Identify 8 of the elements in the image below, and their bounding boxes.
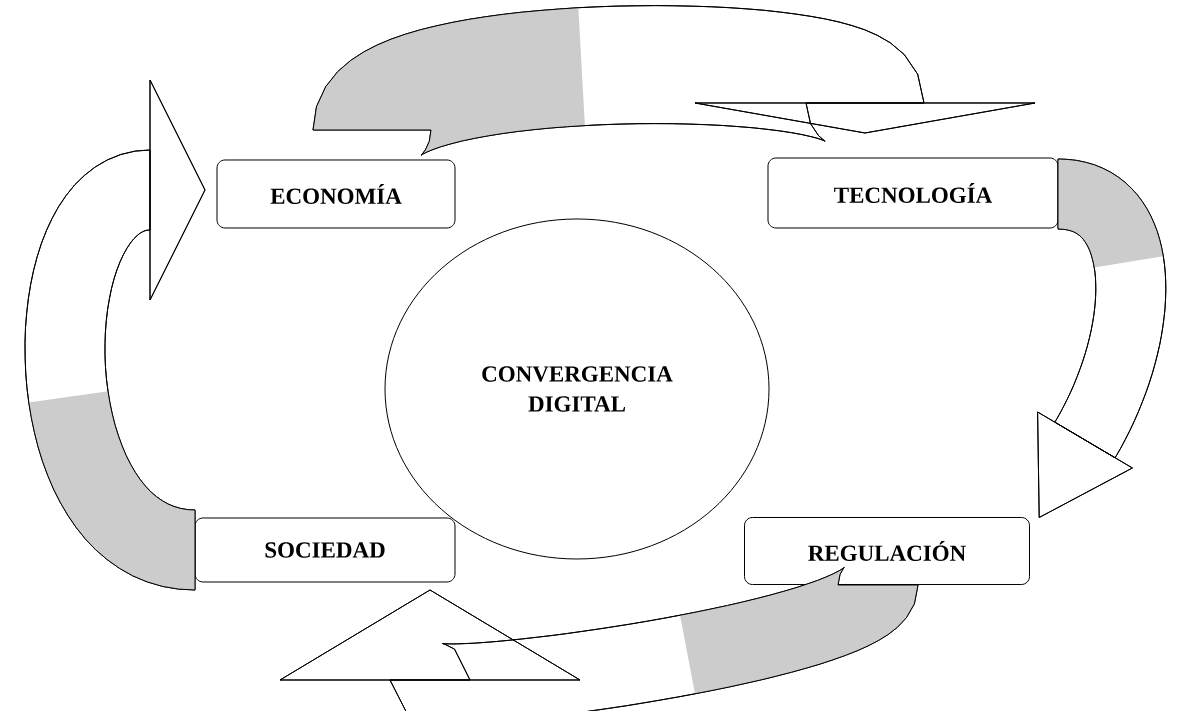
label-box: ECONOMÍA [216,159,456,229]
label-box: REGULACIÓN [744,517,1030,585]
curved-block-arrow [312,5,1036,156]
curved-block-arrow [1037,158,1167,518]
curved-block-arrow [279,567,919,711]
curved-block-arrow [24,79,206,591]
label-box: TECNOLOGÍA [767,157,1059,229]
label-box: SOCIEDAD [194,517,456,583]
